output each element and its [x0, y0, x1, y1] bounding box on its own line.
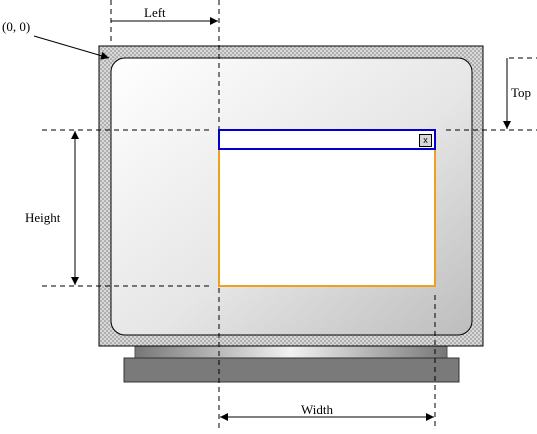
origin-label: (0, 0) — [2, 19, 31, 34]
guide-lines — [42, 0, 537, 429]
width-label: Width — [301, 402, 333, 417]
window-body — [218, 129, 436, 287]
close-icon[interactable]: x — [419, 134, 432, 147]
left-label: Left — [144, 5, 166, 20]
origin-pointer-arrow — [33, 35, 110, 60]
height-label: Height — [25, 210, 61, 225]
monitor-stand — [123, 357, 460, 383]
window-title-bar[interactable] — [218, 129, 436, 150]
top-label: Top — [511, 85, 532, 100]
